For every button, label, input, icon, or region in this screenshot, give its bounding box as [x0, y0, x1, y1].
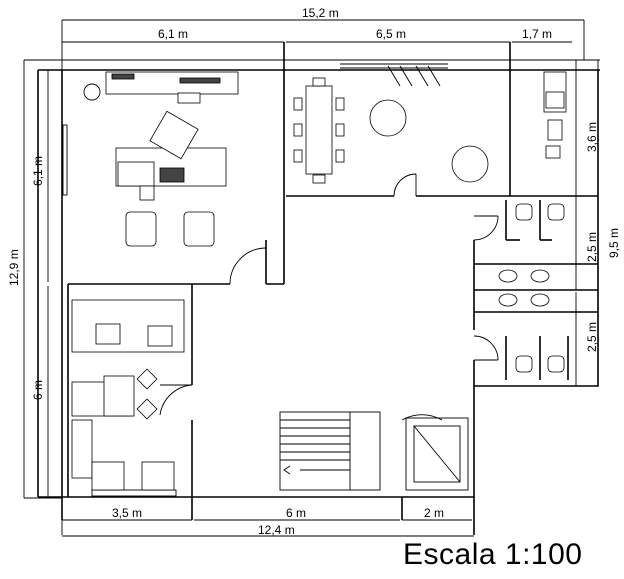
office-chair-icon — [91, 461, 125, 491]
sink-icon — [498, 269, 518, 283]
office-chair-icon — [149, 110, 199, 160]
elevator — [405, 417, 469, 491]
dim-right-lower: 2,5 m — [585, 322, 599, 352]
round-table-icon — [451, 145, 489, 183]
sink-icon — [530, 293, 550, 307]
dim-top-room-1: 6,1 m — [158, 27, 188, 41]
chair-icon — [183, 211, 215, 247]
meeting-room — [293, 77, 489, 184]
meeting-table-icon — [305, 85, 333, 175]
dim-right-total: 9,5 m — [607, 228, 621, 258]
dim-right-upper: 3,6 m — [585, 122, 599, 152]
office-top-left — [83, 71, 239, 247]
toilet-icon — [515, 355, 533, 373]
doors — [159, 173, 499, 421]
dim-bottom-total: 12,4 m — [258, 523, 295, 537]
exterior-walls — [37, 69, 600, 535]
fan-icon — [83, 83, 101, 101]
dim-left-lower: 6 m — [31, 380, 45, 400]
sink-icon — [498, 293, 518, 307]
windows — [62, 63, 448, 497]
round-table-icon — [369, 99, 407, 137]
kitchenette — [543, 71, 567, 159]
chair-icon — [125, 211, 157, 247]
dim-left-upper: 6,1 m — [31, 156, 45, 186]
interior-walls — [67, 42, 598, 497]
dim-top-room-2: 6,5 m — [376, 27, 406, 41]
dim-total-width: 15,2 m — [302, 6, 339, 20]
dim-bottom-2: 6 m — [286, 506, 306, 520]
dim-bottom-1: 3,5 m — [112, 506, 142, 520]
restrooms — [498, 203, 565, 373]
dim-top-room-3: 1,7 m — [522, 27, 552, 41]
toilet-icon — [547, 355, 565, 373]
scale-label: Escala 1:100 — [403, 538, 583, 571]
sink-icon — [530, 269, 550, 283]
toilet-icon — [547, 203, 565, 221]
dim-right-mid: 2,5 m — [585, 232, 599, 262]
office-bottom-left — [71, 299, 185, 491]
stairs — [279, 411, 381, 491]
office-chair-icon — [141, 461, 175, 491]
toilet-icon — [515, 203, 533, 221]
sink-icon — [545, 91, 565, 109]
dim-bottom-3: 2 m — [424, 506, 444, 520]
dim-left-total: 12,9 m — [7, 249, 21, 286]
